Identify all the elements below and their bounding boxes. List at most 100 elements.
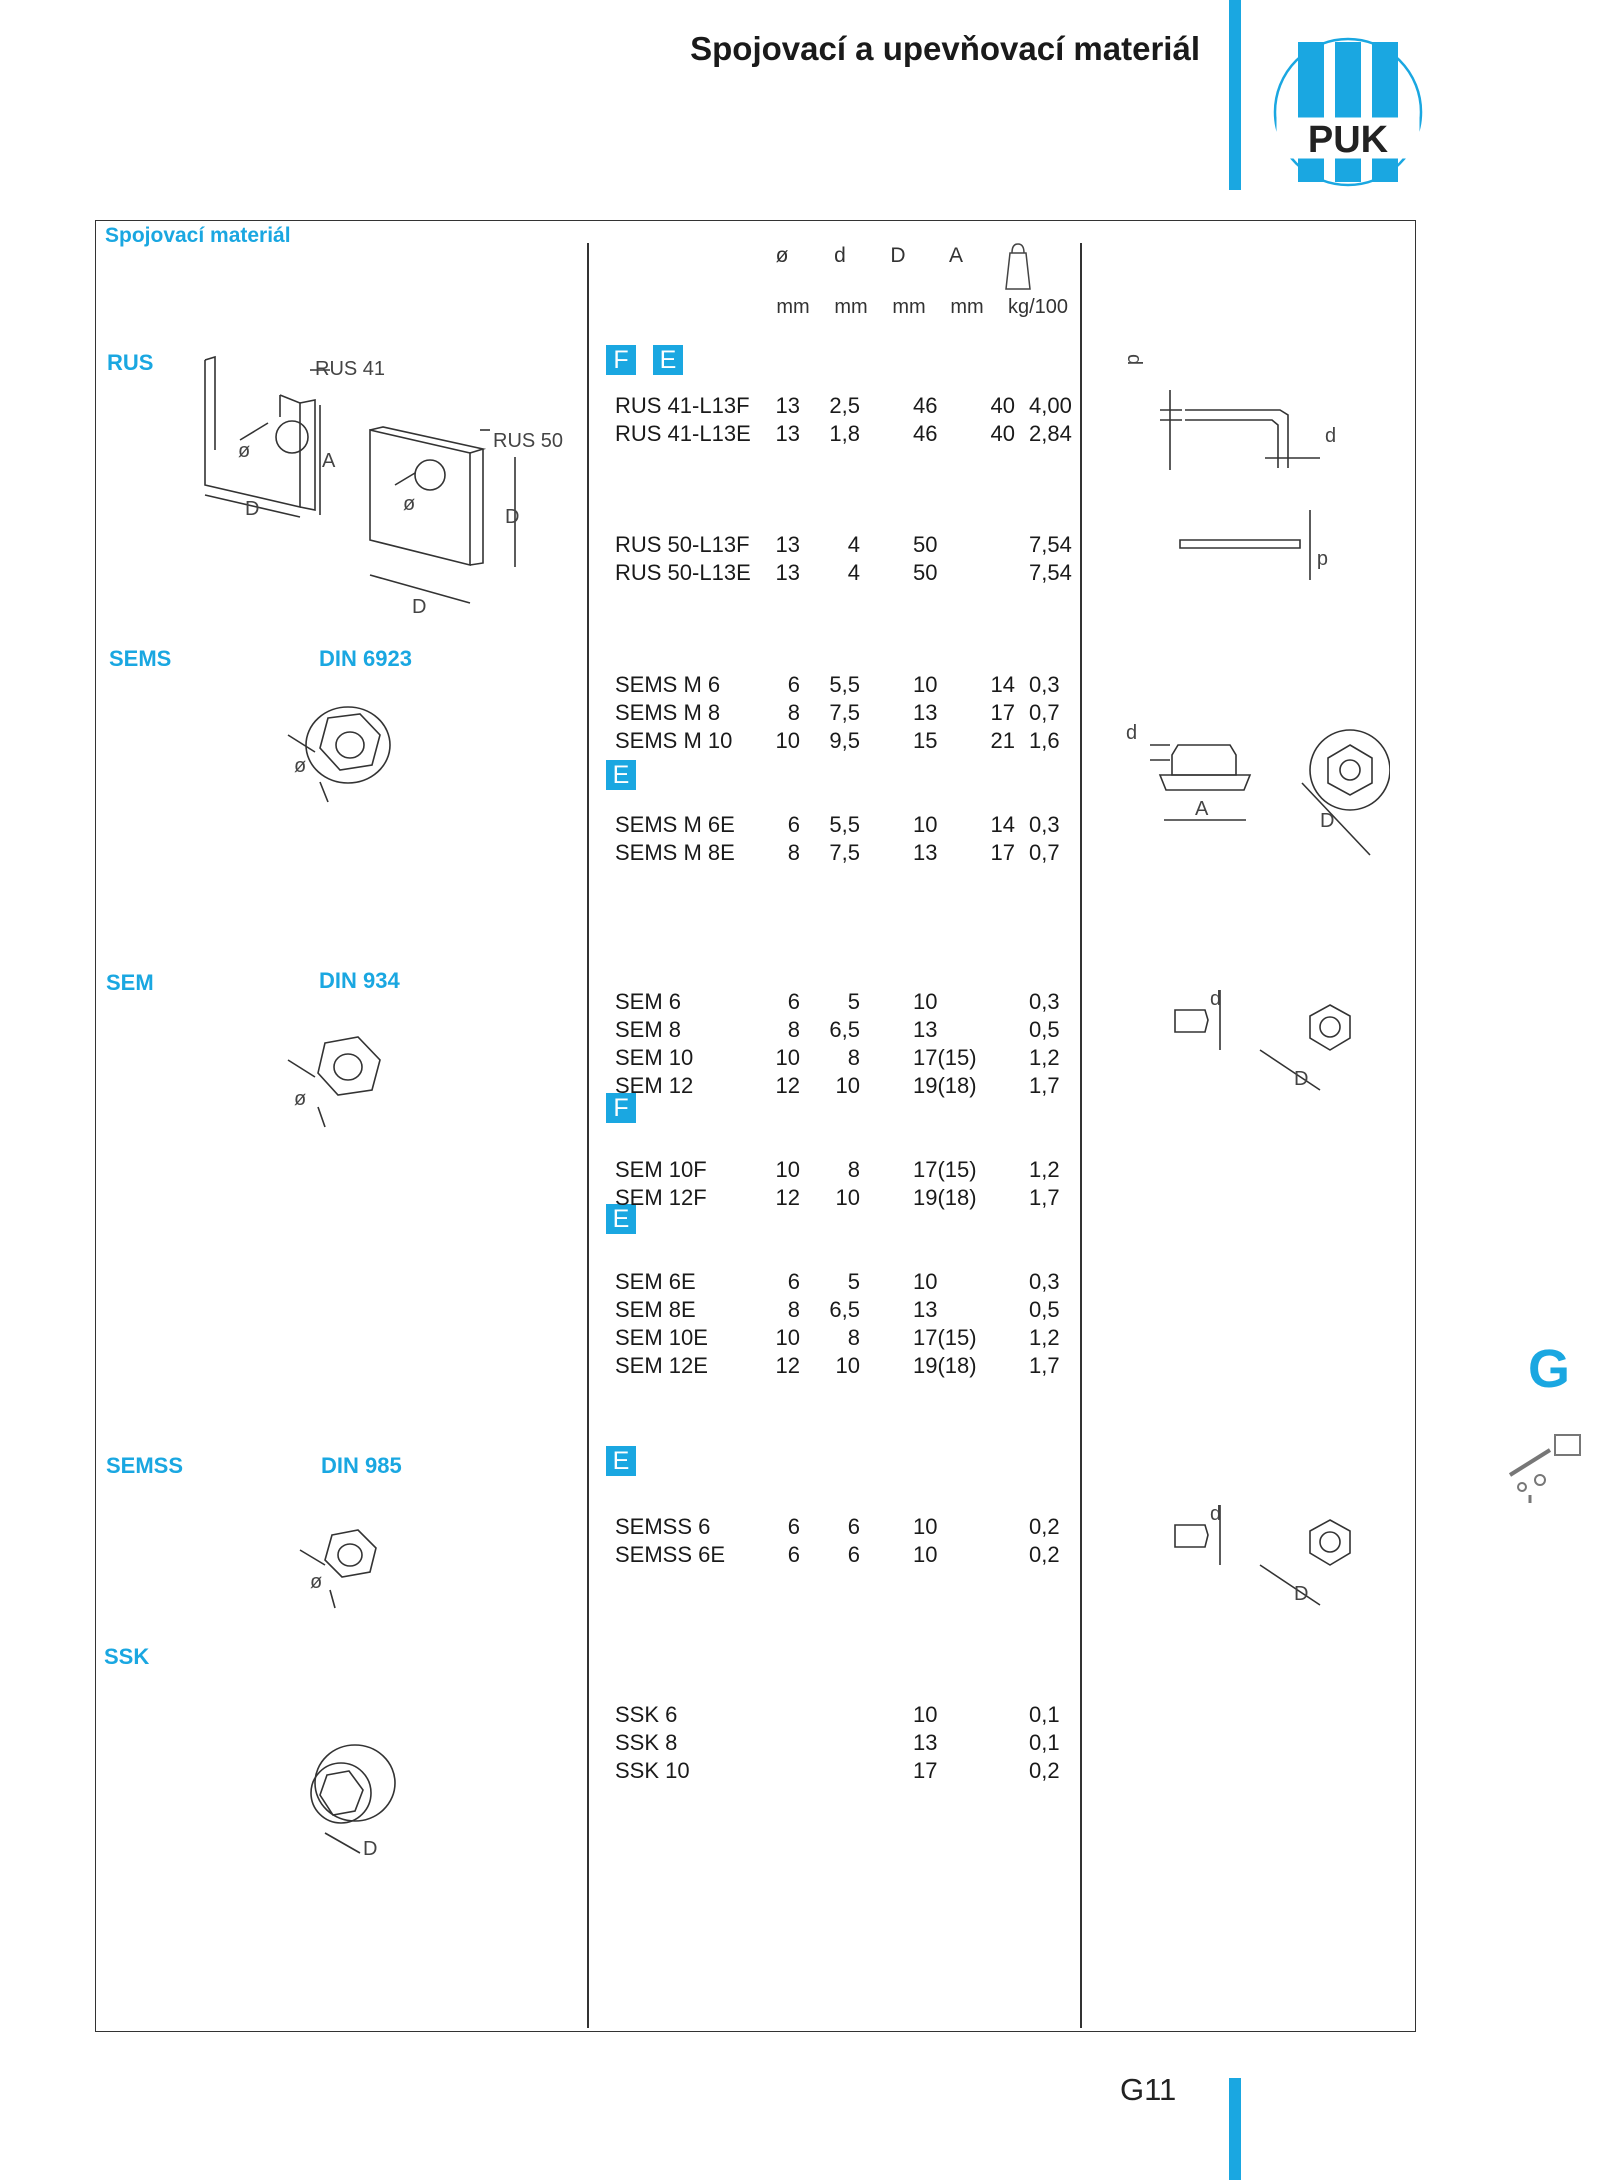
ssk-cap-nut-drawing: D [310, 1744, 396, 1860]
cell-d: 4 [847, 532, 860, 557]
sem-dimension-drawing: d D [1174, 988, 1351, 1091]
fasteners-icon [1508, 1434, 1581, 1503]
cell-diameter: 13 [775, 560, 800, 585]
cell-diameter: 10 [775, 1045, 800, 1070]
cell-name: RUS 50-L13E [615, 560, 751, 585]
dim-D: D [505, 506, 519, 528]
cell-name: SEM 12F [615, 1185, 707, 1210]
cell-weight: 1,2 [1029, 1325, 1060, 1350]
cell-d: 5,5 [829, 812, 860, 837]
product-label-ssk: SSK [104, 1644, 150, 1669]
dim-D: D [245, 498, 259, 520]
cell-D: 17(15) [913, 1157, 977, 1182]
page-title: Spojovací a upevňovací materiál [690, 30, 1200, 67]
cell-diameter: 8 [787, 700, 800, 725]
cell-weight: 1,7 [1029, 1185, 1060, 1210]
cell-d: 5 [847, 989, 860, 1014]
dim-D: D [1294, 1583, 1308, 1605]
cell-D: 10 [913, 1542, 938, 1567]
cell-D: 50 [913, 532, 938, 557]
cell-diameter: 6 [787, 1269, 800, 1294]
cell-D: 17(15) [913, 1045, 977, 1070]
din-label-sems: DIN 6923 [319, 646, 412, 671]
cell-A: 17 [990, 700, 1015, 725]
cell-D: 10 [913, 1514, 938, 1539]
cell-name: RUS 50-L13F [615, 532, 750, 557]
cell-weight: 0,3 [1029, 672, 1060, 697]
cell-diameter: 10 [775, 728, 800, 753]
sems-nut-drawing: ø [287, 706, 391, 803]
cell-A: 40 [990, 393, 1015, 418]
dim-D: D [1294, 1068, 1308, 1090]
cell-diameter: 6 [787, 672, 800, 697]
cell-A: 21 [990, 728, 1015, 753]
cell-diameter: 13 [775, 393, 800, 418]
accent-bar-bottom [1229, 2078, 1241, 2180]
cell-name: SEM 6E [615, 1269, 696, 1294]
column-divider [1080, 243, 1082, 2028]
cell-d: 8 [847, 1157, 860, 1182]
cell-diameter: 13 [775, 421, 800, 446]
cell-name: SEM 12 [615, 1073, 694, 1098]
cell-D: 13 [913, 700, 938, 725]
cell-D: 50 [913, 560, 938, 585]
unit-diameter: mm [776, 296, 810, 318]
rus-profile-drawing: d d d [1123, 354, 1336, 580]
cell-D: 46 [913, 393, 938, 418]
cell-name: SEM 8E [615, 1297, 696, 1322]
cell-A: 14 [990, 812, 1015, 837]
cell-D: 10 [913, 812, 938, 837]
cell-weight: 1,2 [1029, 1045, 1060, 1070]
cell-D: 13 [913, 1297, 938, 1322]
cell-A: 14 [990, 672, 1015, 697]
cell-d: 7,5 [829, 840, 860, 865]
header-A: A [948, 244, 963, 267]
cell-diameter: 6 [787, 1542, 800, 1567]
cell-d: 6,5 [829, 1017, 860, 1042]
cell-diameter: 12 [775, 1073, 800, 1098]
cell-d: 10 [835, 1353, 860, 1378]
cell-diameter: 6 [787, 1514, 800, 1539]
section-title: Spojovací materiál [105, 224, 291, 247]
cell-d: 9,5 [829, 728, 860, 753]
unit-D: mm [892, 296, 926, 318]
cell-D: 19(18) [913, 1185, 977, 1210]
cell-weight: 0,5 [1029, 1017, 1060, 1042]
cell-weight: 0,7 [1029, 700, 1060, 725]
badge-e: E [606, 1204, 636, 1234]
semss-nut-drawing: ø [299, 1529, 377, 1609]
cell-diameter: 13 [775, 532, 800, 557]
cell-diameter: 8 [787, 840, 800, 865]
cell-d: 4 [847, 560, 860, 585]
cell-A: 17 [990, 840, 1015, 865]
sems-dimension-drawing: d A D [1126, 722, 1390, 856]
cell-d: 6,5 [829, 1297, 860, 1322]
cell-D: 10 [913, 1269, 938, 1294]
dim-dia: ø [294, 1088, 306, 1110]
cell-weight: 1,7 [1029, 1073, 1060, 1098]
rus41-label: RUS 41 [315, 358, 385, 380]
cell-diameter: 8 [787, 1017, 800, 1042]
product-label-semss: SEMSS [106, 1453, 184, 1478]
cell-D: 19(18) [913, 1353, 977, 1378]
cell-weight: 4,00 [1029, 393, 1072, 418]
cell-d: 2,5 [829, 393, 860, 418]
badge-e: E [606, 1446, 636, 1476]
cell-d: 7,5 [829, 700, 860, 725]
cell-weight: 0,1 [1029, 1702, 1060, 1727]
dim-D: D [363, 1838, 377, 1860]
rus-bracket-drawing: ø D A RUS 41 ø D D RUS 50 [204, 355, 563, 618]
cell-d: 6 [847, 1542, 860, 1567]
cell-d: 8 [847, 1045, 860, 1070]
cell-weight: 0,3 [1029, 1269, 1060, 1294]
dim-d: d [1126, 722, 1137, 744]
dim-D: D [412, 596, 426, 618]
cell-name: SEMS M 8 [615, 700, 721, 725]
dim-A: A [1195, 798, 1209, 820]
dim-dia: ø [310, 1571, 322, 1593]
cell-D: 13 [913, 1017, 938, 1042]
cell-name: SEM 10F [615, 1157, 707, 1182]
din-label-semss: DIN 985 [321, 1453, 402, 1478]
cell-diameter: 12 [775, 1353, 800, 1378]
cell-weight: 2,84 [1029, 421, 1072, 446]
